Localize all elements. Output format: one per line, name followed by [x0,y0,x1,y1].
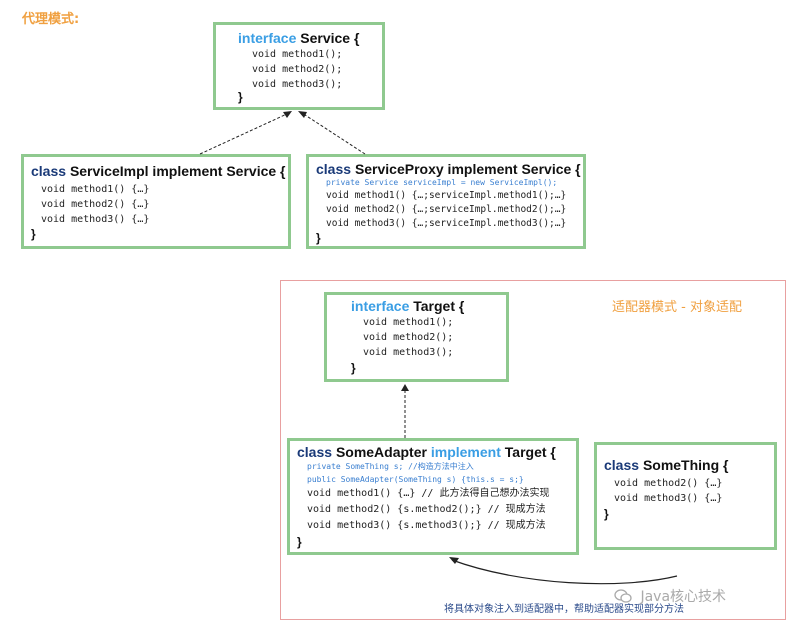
method-line: void method3() {…;serviceImpl.method3();… [326,218,567,229]
closing-brace: } [297,535,302,549]
method-line: void method2() {…} [614,478,723,489]
method-line: void method1(); [252,49,343,60]
class-keyword: class [31,163,67,179]
method-line: void method2(); [363,332,454,343]
target-name: Target { [413,298,465,314]
some-adapter-target: Target { [504,444,556,460]
closing-brace: } [31,227,36,241]
injection-arrow [451,559,678,585]
method-line: void method3() {s.method3();} // 现成方法 [307,520,546,531]
watermark-text: Java核心技术 [640,589,727,605]
some-adapter-name: SomeAdapter [335,444,427,460]
watermark: Java核心技术 [614,586,726,606]
target-header: interface Target { [351,298,464,314]
target-interface-box: interface Target { void method1(); void … [324,292,509,382]
adapter-title: 适配器模式 - 对象适配 [612,300,742,315]
method-line: void method2(); [252,64,343,75]
arrowhead [449,557,459,564]
service-proxy-header: class ServiceProxy implement Service { [316,161,581,177]
service-proxy-name: ServiceProxy implement Service { [354,161,581,177]
service-impl-name: ServiceImpl implement Service { [69,163,286,179]
interface-keyword: interface [238,30,297,46]
method-line: void method1() {…} [41,184,150,195]
method-line: void method3() {…} [41,214,150,225]
field-line: private SomeThing s; //构造方法中注入 [307,462,474,471]
closing-brace: } [351,361,356,375]
some-adapter-box: class SomeAdapter implement Target { pri… [287,438,579,555]
method-line: void method2() {s.method2();} // 现成方法 [307,504,546,515]
service-interface-box: interface Service { void method1(); void… [213,22,385,110]
closing-brace: } [316,231,321,245]
arrowhead [401,384,409,391]
method-line: void method2() {…;serviceImpl.method2();… [326,204,567,215]
something-header: class SomeThing { [604,457,729,473]
something-name: SomeThing { [642,457,729,473]
service-name: Service { [300,30,360,46]
service-proxy-box: class ServiceProxy implement Service { p… [306,154,586,249]
proxy-to-service-arrow [301,112,366,155]
class-keyword: class [604,457,640,473]
service-impl-header: class ServiceImpl implement Service { [31,163,286,179]
something-box: class SomeThing { void method2() {…} voi… [594,442,777,550]
impl-to-service-arrow [199,112,290,155]
method-line: void method3(); [252,79,343,90]
interface-keyword: interface [351,298,410,314]
adapter-frame [280,280,786,620]
wechat-icon [614,589,632,603]
closing-brace: } [604,507,609,521]
method-line: void method2() {…} [41,199,150,210]
class-keyword: class [297,444,333,460]
arrowhead [283,111,292,118]
method-line: void method1() {…;serviceImpl.method1();… [326,190,567,201]
service-header: interface Service { [238,30,359,46]
method-line: void method3(); [363,347,454,358]
implement-keyword: implement [430,444,501,460]
class-keyword: class [316,161,352,177]
injection-note: 将具体对象注入到适配器中，帮助适配器实现部分方法 [444,604,684,615]
method-line: void method3() {…} [614,493,723,504]
closing-brace: } [238,90,243,104]
field-line: private Service serviceImpl = new Servic… [326,178,558,187]
method-line: void method1() {…} // 此方法得自己想办法实现 [307,488,550,499]
proxy-title: 代理模式: [22,12,80,27]
service-impl-box: class ServiceImpl implement Service { vo… [21,154,291,249]
some-adapter-header: class SomeAdapter implement Target { [297,444,556,460]
method-line: void method1(); [363,317,454,328]
arrowhead [298,111,307,118]
constructor-line: public SomeAdapter(SomeThing s) {this.s … [307,475,524,484]
